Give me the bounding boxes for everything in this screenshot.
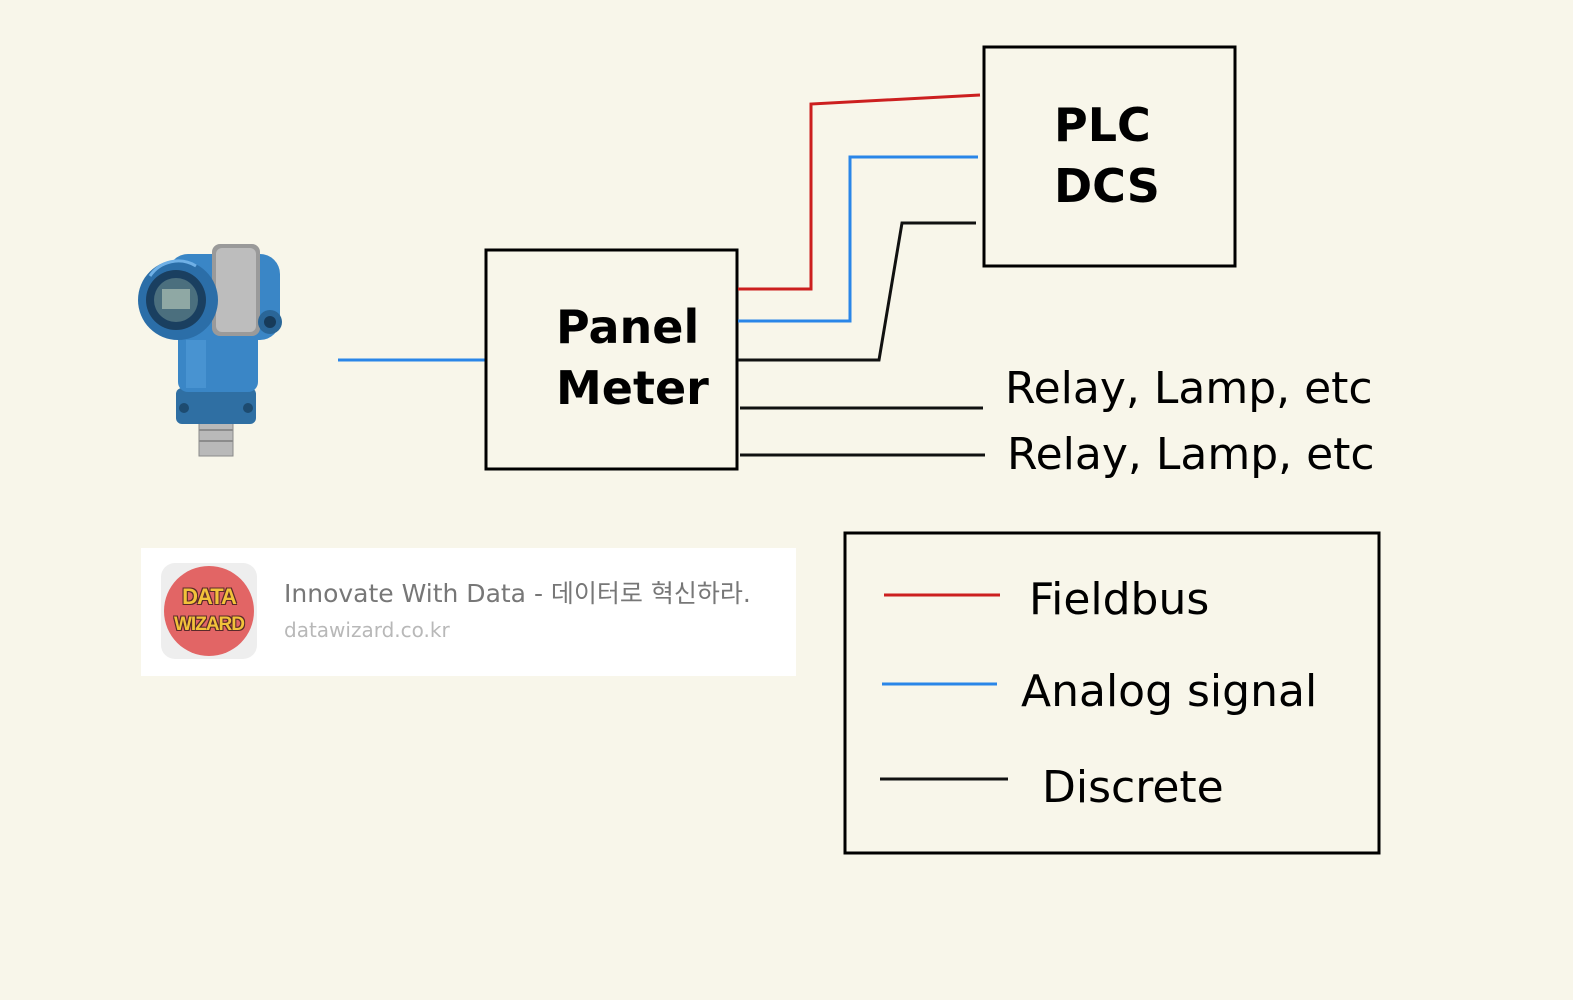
datawizard-logo-badge: DATA WIZARD [164,566,254,656]
logo-text-wizard: WIZARD [174,614,245,635]
relay-output-label-2: Relay, Lamp, etc [1007,429,1375,480]
plc-label: PLC [1054,98,1151,152]
link-title[interactable]: Innovate With Data - 데이터로 혁신하라. [284,579,751,608]
logo-text-data: DATA [182,584,237,609]
legend: Fieldbus Analog signal Discrete [843,531,1381,855]
dcs-label: DCS [1054,159,1160,213]
panel-meter-label-line2: Meter [556,361,709,415]
legend-discrete-label: Discrete [1042,762,1224,813]
datawizard-logo: DATA WIZARD [161,563,257,659]
link-url[interactable]: datawizard.co.kr [284,618,450,642]
fieldbus-line [738,93,981,291]
plc-dcs-box: PLC DCS [982,45,1237,268]
relay-output-label-1: Relay, Lamp, etc [1005,363,1373,414]
legend-analog-label: Analog signal [1021,666,1317,717]
panel-meter-label-line1: Panel [556,300,699,354]
pressure-transmitter-icon [138,244,282,457]
legend-fieldbus-label: Fieldbus [1029,574,1209,625]
discrete-output-line [738,221,976,362]
panel-meter-box: Panel Meter [484,248,739,471]
link-preview-card[interactable]: DATA WIZARD Innovate With Data - 데이터로 혁신… [141,548,796,676]
analog-output-line [738,155,978,323]
